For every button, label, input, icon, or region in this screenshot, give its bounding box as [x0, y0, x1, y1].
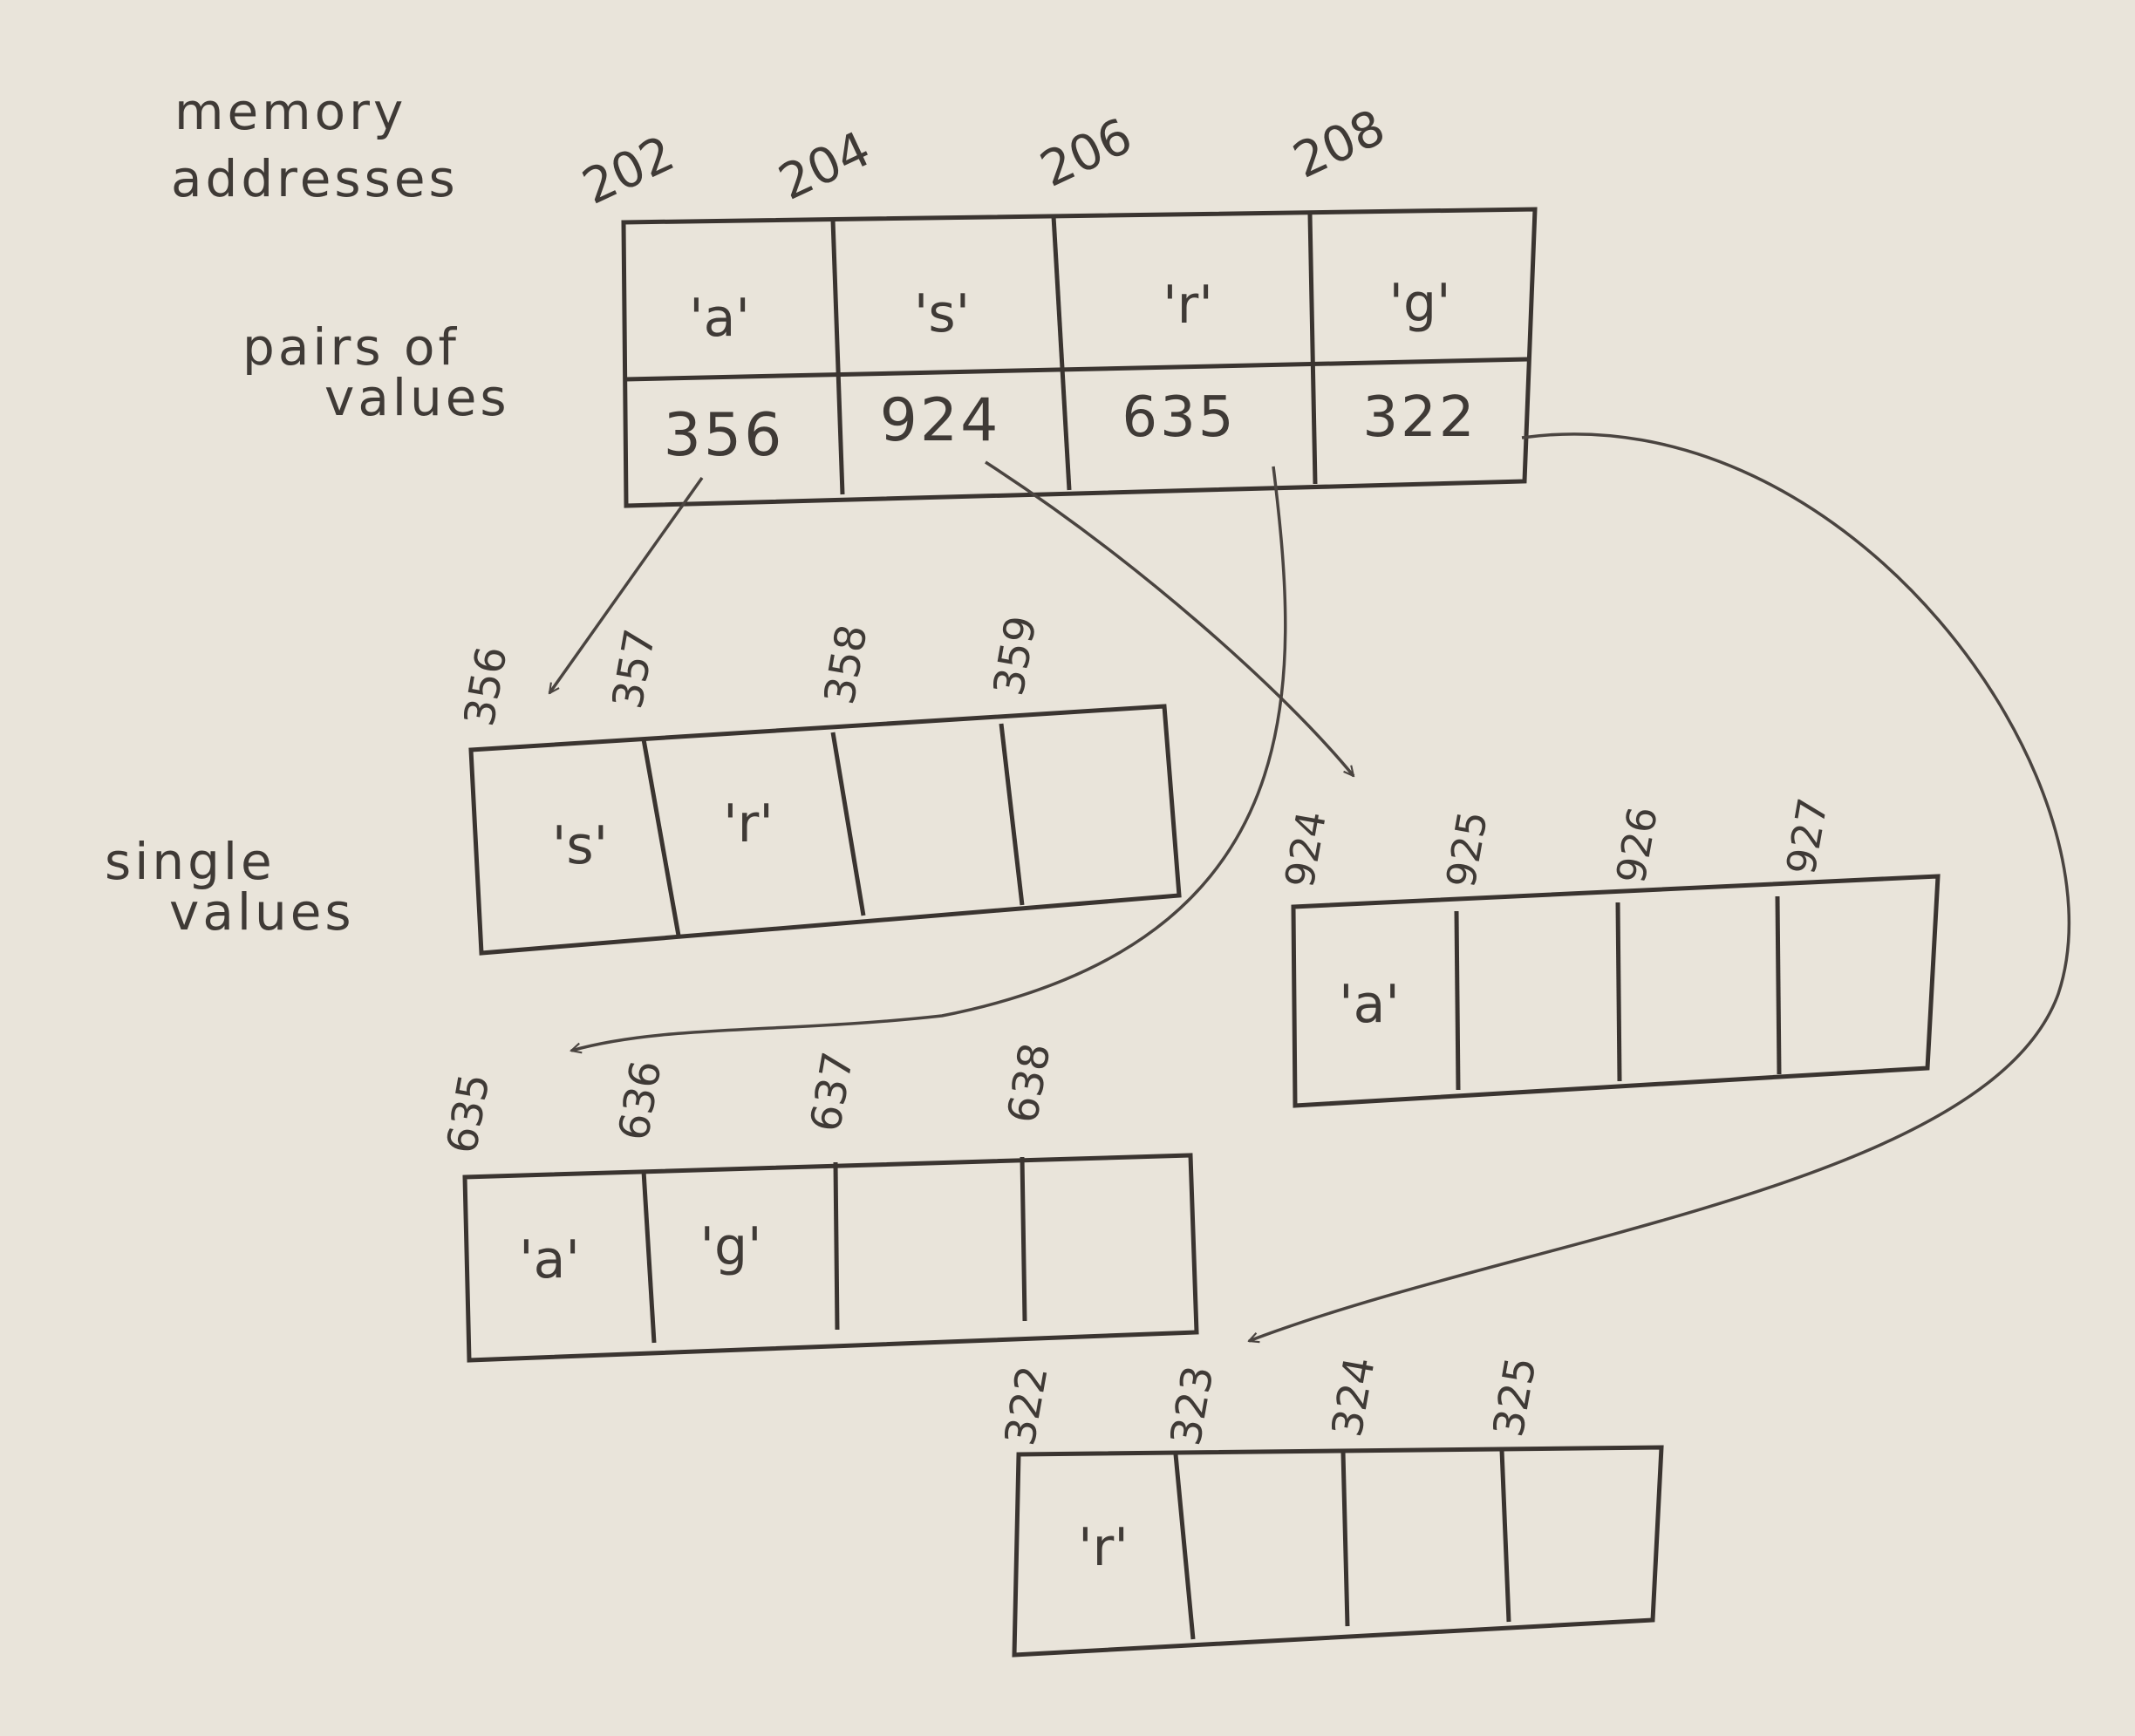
- top-address-0: 202: [574, 126, 682, 216]
- top-pointer-3: 322: [1362, 385, 1477, 450]
- top-pointer-2: 635: [1122, 385, 1236, 450]
- top-array: 202 204 206 208 'a' 's' 'r' 'g' 356 924 …: [574, 99, 1538, 508]
- block-322-address-3: 325: [1484, 1353, 1546, 1440]
- block-322-address-2: 324: [1323, 1353, 1385, 1440]
- block-635-cell-1: 'g': [699, 1216, 761, 1277]
- block-322-cell-0: 'r': [1078, 1517, 1129, 1578]
- block-635-cell-0: 'a': [519, 1229, 580, 1290]
- arrow-356: [548, 476, 704, 693]
- top-key-3: 'g': [1388, 273, 1450, 334]
- top-address-3: 208: [1285, 99, 1393, 190]
- block-635-address-1: 636: [610, 1057, 672, 1144]
- single-label: single: [105, 832, 276, 891]
- block-322: 322 323 324 325 'r': [996, 1353, 1664, 1658]
- block-924: 924 925 926 927 'a': [1276, 794, 1941, 1108]
- block-356: 356 357 358 359 's' 'r': [455, 612, 1182, 956]
- top-address-1: 204: [770, 121, 878, 212]
- arrow-635: [571, 466, 1287, 1051]
- block-356-cell-0: 's': [552, 815, 608, 876]
- pairs-label: pairs of: [242, 317, 460, 377]
- block-924-address-2: 926: [1607, 803, 1667, 887]
- block-924-address-1: 925: [1437, 807, 1497, 891]
- block-356-cell-1: 'r': [723, 793, 774, 854]
- top-key-1: 's': [914, 283, 970, 344]
- block-635-address-0: 635: [438, 1070, 500, 1157]
- block-924-address-0: 924: [1276, 807, 1335, 891]
- arrow-924: [985, 460, 1354, 776]
- block-322-address-0: 322: [996, 1362, 1058, 1449]
- values-label: values: [324, 368, 510, 427]
- block-635: 635 636 637 638 'a' 'g': [438, 1039, 1199, 1363]
- top-key-2: 'r': [1163, 275, 1213, 336]
- block-356-address-0: 356: [455, 643, 517, 730]
- single-values-label: values: [169, 882, 355, 942]
- block-924-address-3: 927: [1777, 794, 1837, 878]
- block-356-address-3: 359: [985, 612, 1047, 699]
- block-635-address-3: 638: [999, 1039, 1061, 1127]
- arrow-322: [1249, 432, 2071, 1341]
- block-924-cell-0: 'a': [1339, 974, 1400, 1035]
- top-key-0: 'a': [689, 288, 750, 349]
- block-322-address-1: 323: [1162, 1362, 1224, 1449]
- top-pointer-0: 356: [664, 401, 785, 470]
- block-635-address-2: 637: [801, 1048, 863, 1135]
- addresses-label: addresses: [171, 149, 459, 208]
- memory-label: memory: [174, 82, 406, 141]
- top-address-2: 206: [1032, 108, 1140, 199]
- block-356-address-1: 357: [604, 625, 665, 712]
- top-pointer-1: 924: [880, 386, 1001, 455]
- block-356-address-2: 358: [815, 621, 877, 708]
